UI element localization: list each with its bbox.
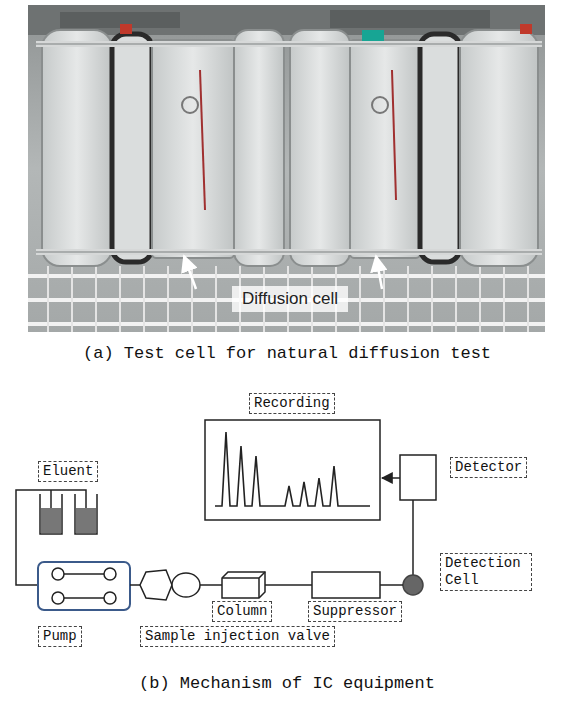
label-box: Detector	[450, 457, 527, 478]
label-text: Detector	[455, 459, 522, 476]
figure-caption: (b) Mechanism of IC equipment	[139, 673, 435, 695]
label-box: Column	[212, 601, 272, 622]
label-text: Recording	[254, 395, 330, 412]
photo	[28, 5, 545, 332]
label-box: Pump	[38, 626, 82, 647]
label-text: Sample injection valve	[145, 628, 330, 645]
photo-label: Diffusion cell	[232, 286, 348, 312]
label-box: Eluent	[38, 461, 98, 482]
label-text: Suppressor	[313, 603, 397, 620]
label-box: Recording	[249, 393, 335, 414]
label-text: Detection Cell	[445, 555, 527, 589]
label-text: Eluent	[43, 463, 93, 480]
ic-schematic	[16, 420, 436, 610]
label-box: Detection Cell	[440, 553, 532, 591]
label-text: Column	[217, 603, 267, 620]
figure-caption: (a) Test cell for natural diffusion test	[83, 343, 491, 365]
label-box: Sample injection valve	[140, 626, 335, 647]
label-text: Pump	[43, 628, 77, 645]
label-box: Suppressor	[308, 601, 402, 622]
